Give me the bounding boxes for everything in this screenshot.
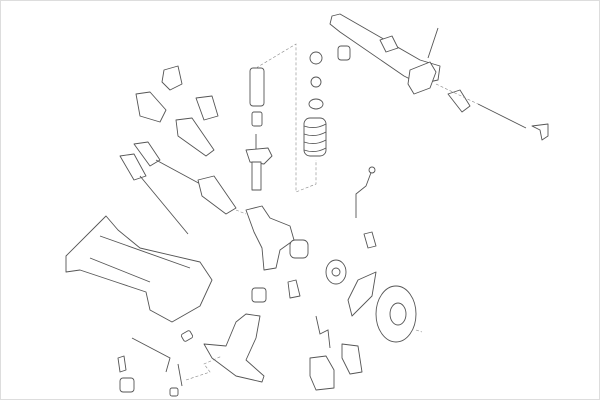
steering-rack bbox=[329, 13, 441, 95]
spring-seat bbox=[308, 98, 324, 110]
cv-joint-outer bbox=[135, 91, 167, 123]
leader-line bbox=[235, 209, 247, 215]
splash-shield bbox=[347, 271, 377, 317]
cv-boot-kit bbox=[161, 65, 183, 91]
leader-line bbox=[255, 43, 317, 193]
cv-boot-inner bbox=[175, 117, 215, 157]
strut-dust-boot bbox=[249, 67, 265, 107]
strut-mount bbox=[309, 51, 323, 65]
stabilizer-link bbox=[169, 363, 183, 397]
drive-shaft-left bbox=[119, 153, 189, 235]
tie-rod-boot bbox=[447, 89, 471, 113]
tie-rod-end bbox=[531, 123, 549, 141]
bump-stop bbox=[251, 111, 263, 127]
coil-spring bbox=[303, 117, 327, 157]
stabilizer-bushing-top bbox=[337, 45, 351, 61]
bracket bbox=[363, 231, 377, 249]
bushing-small bbox=[180, 330, 194, 342]
inner-tie-rod bbox=[435, 83, 527, 129]
stabilizer-clamp bbox=[117, 355, 127, 373]
abs-sensor bbox=[355, 166, 376, 218]
brake-hose bbox=[315, 315, 331, 349]
subframe bbox=[65, 215, 213, 323]
control-arm-bushing bbox=[251, 287, 267, 303]
wheel-bearing bbox=[289, 239, 309, 259]
leader-line bbox=[415, 329, 423, 333]
lower-control-arm bbox=[203, 313, 265, 383]
brake-pads bbox=[341, 343, 363, 375]
brake-caliper bbox=[309, 355, 335, 391]
stabilizer-bushing bbox=[119, 377, 135, 393]
leader-line bbox=[185, 355, 223, 381]
drive-shaft-right bbox=[133, 141, 237, 215]
bearing bbox=[310, 76, 322, 88]
wheel-hub bbox=[325, 259, 347, 285]
steering-knuckle bbox=[245, 205, 295, 271]
brake-disc bbox=[375, 285, 417, 343]
shock-absorber bbox=[245, 134, 273, 191]
stabilizer-bar bbox=[131, 337, 171, 373]
ball-joint bbox=[287, 279, 301, 299]
cv-boot bbox=[195, 95, 219, 121]
